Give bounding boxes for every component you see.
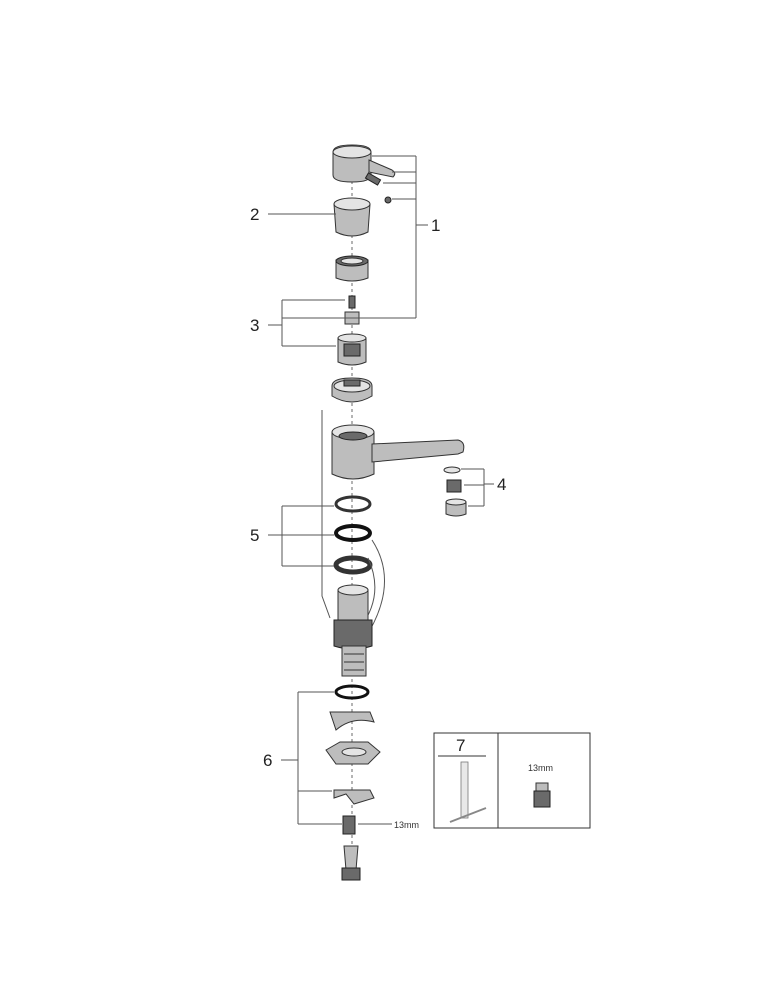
callout-3: 3 xyxy=(250,316,259,335)
callout-2: 2 xyxy=(250,205,259,224)
faucet-body-icon xyxy=(331,424,465,480)
cartridge-icon xyxy=(337,295,367,366)
nut-icon xyxy=(335,255,369,282)
shank-icon xyxy=(333,584,373,677)
o-ring-icon xyxy=(333,495,373,575)
hose-fitting-icon xyxy=(341,815,361,881)
callout-1: 1 xyxy=(431,216,440,235)
callout-4: 4 xyxy=(497,475,506,494)
tool-wrench-size-label: 13mm xyxy=(528,763,553,773)
hex-nut-icon xyxy=(533,782,551,808)
aerator-icon xyxy=(443,466,467,517)
callout-7: 7 xyxy=(456,736,465,755)
tool-icon xyxy=(449,761,487,823)
lever-handle-icon xyxy=(332,144,396,204)
wrench-size-label: 13mm xyxy=(394,820,419,830)
callout-6: 6 xyxy=(263,751,272,770)
callout-5: 5 xyxy=(250,526,259,545)
mounting-plate-icon xyxy=(325,684,381,805)
tools-box: 7 13mm xyxy=(433,732,591,829)
cap-icon xyxy=(333,197,371,237)
retaining-ring-icon xyxy=(331,377,373,403)
